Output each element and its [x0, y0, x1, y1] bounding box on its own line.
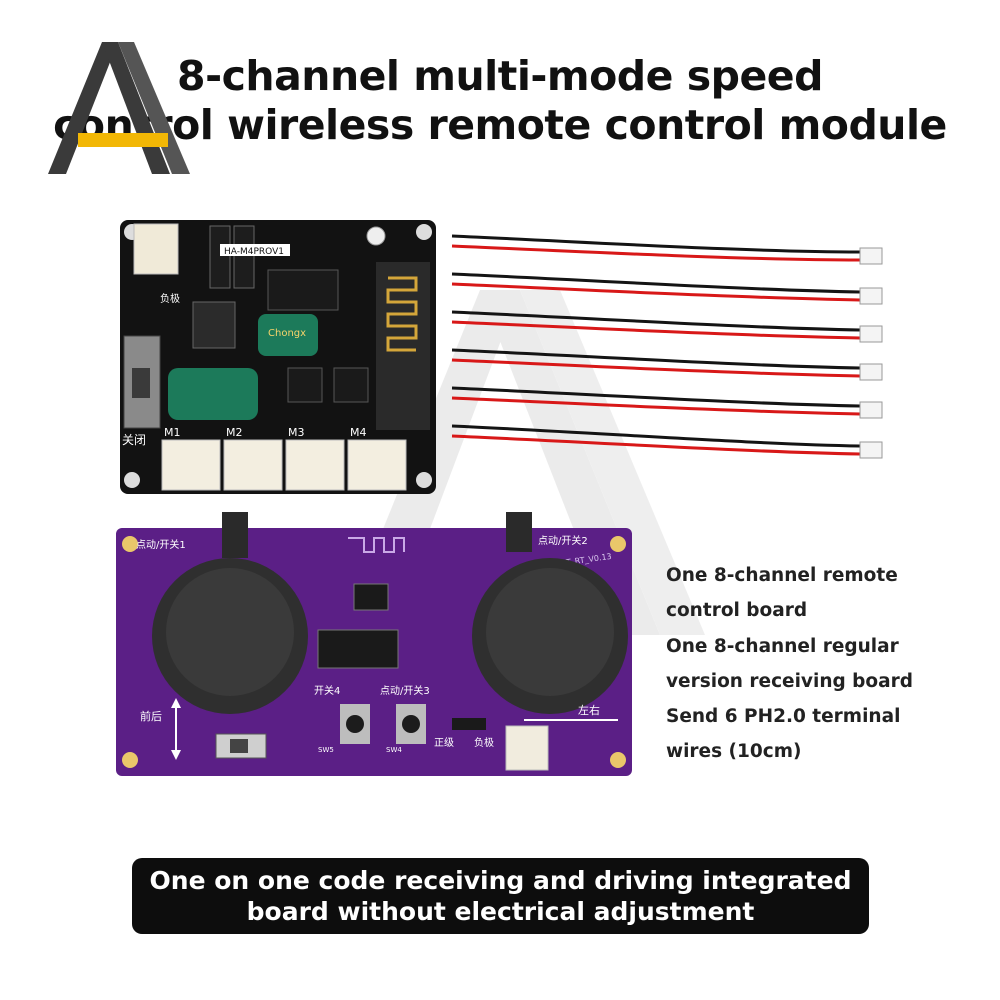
positive-label: 正级 [434, 737, 454, 749]
ph2-terminal-wires-image [451, 234, 883, 459]
wire-pair-5 [451, 386, 883, 419]
motor-label-1: M1 [164, 426, 181, 439]
motor-label-2: M2 [226, 426, 243, 439]
title-line-1: 8-channel multi-mode speed [177, 52, 823, 100]
wire-pair-2 [451, 272, 883, 305]
wire-pair-3 [451, 310, 883, 343]
capacitor-brand-label: Chongx [268, 328, 306, 339]
contents-line-2: control board [666, 600, 808, 622]
sw5-label: SW5 [318, 746, 334, 754]
banner-line-2: board without electrical adjustment [246, 897, 755, 926]
contents-line-4: version receiving board [666, 670, 913, 692]
title-line-2: control wireless remote control module [53, 101, 947, 149]
wire-pair-4 [451, 348, 883, 381]
contents-line-6: wires (10cm) [666, 741, 802, 763]
package-contents: One 8-channel remote control board One 8… [666, 558, 986, 770]
receiver-model-label: HA-M4PROV1 [224, 247, 284, 257]
wire-pair-1 [451, 234, 883, 265]
contents-line-1: One 8-channel remote [666, 565, 898, 586]
brand-logo-icon [48, 42, 190, 174]
button4-label: 开关4 [314, 684, 340, 697]
left-right-label: 左右 [578, 703, 600, 717]
remote-board-image: 点动/开关1 点动/开关2 HA8/95-IT_RT_V0.13 开关4 点动/… [116, 512, 632, 776]
receiver-board-image: HA-M4PROV1 Chongx 关闭 负极 M1 M2 M3 M4 [120, 220, 436, 494]
sw4-label: SW4 [386, 746, 402, 754]
page-title: 8-channel multi-mode speed control wirel… [20, 52, 980, 150]
remote-negative-label: 负极 [474, 736, 494, 749]
motor-label-4: M4 [350, 426, 367, 439]
button1-label: 点动/开关1 [136, 538, 186, 551]
forward-back-label: 前后 [140, 709, 162, 723]
contents-line-5: Send 6 PH2.0 terminal [666, 706, 901, 728]
button3-label: 点动/开关3 [380, 684, 430, 697]
negative-label: 负极 [160, 292, 180, 305]
banner-line-1: One on one code receiving and driving in… [149, 866, 852, 895]
contents-line-3: One 8-channel regular [666, 635, 899, 657]
switch-label: 关闭 [122, 433, 146, 447]
wire-pair-6 [451, 424, 883, 459]
feature-banner: One on one code receiving and driving in… [132, 858, 869, 934]
motor-label-3: M3 [288, 426, 305, 439]
button2-label: 点动/开关2 [538, 534, 588, 547]
